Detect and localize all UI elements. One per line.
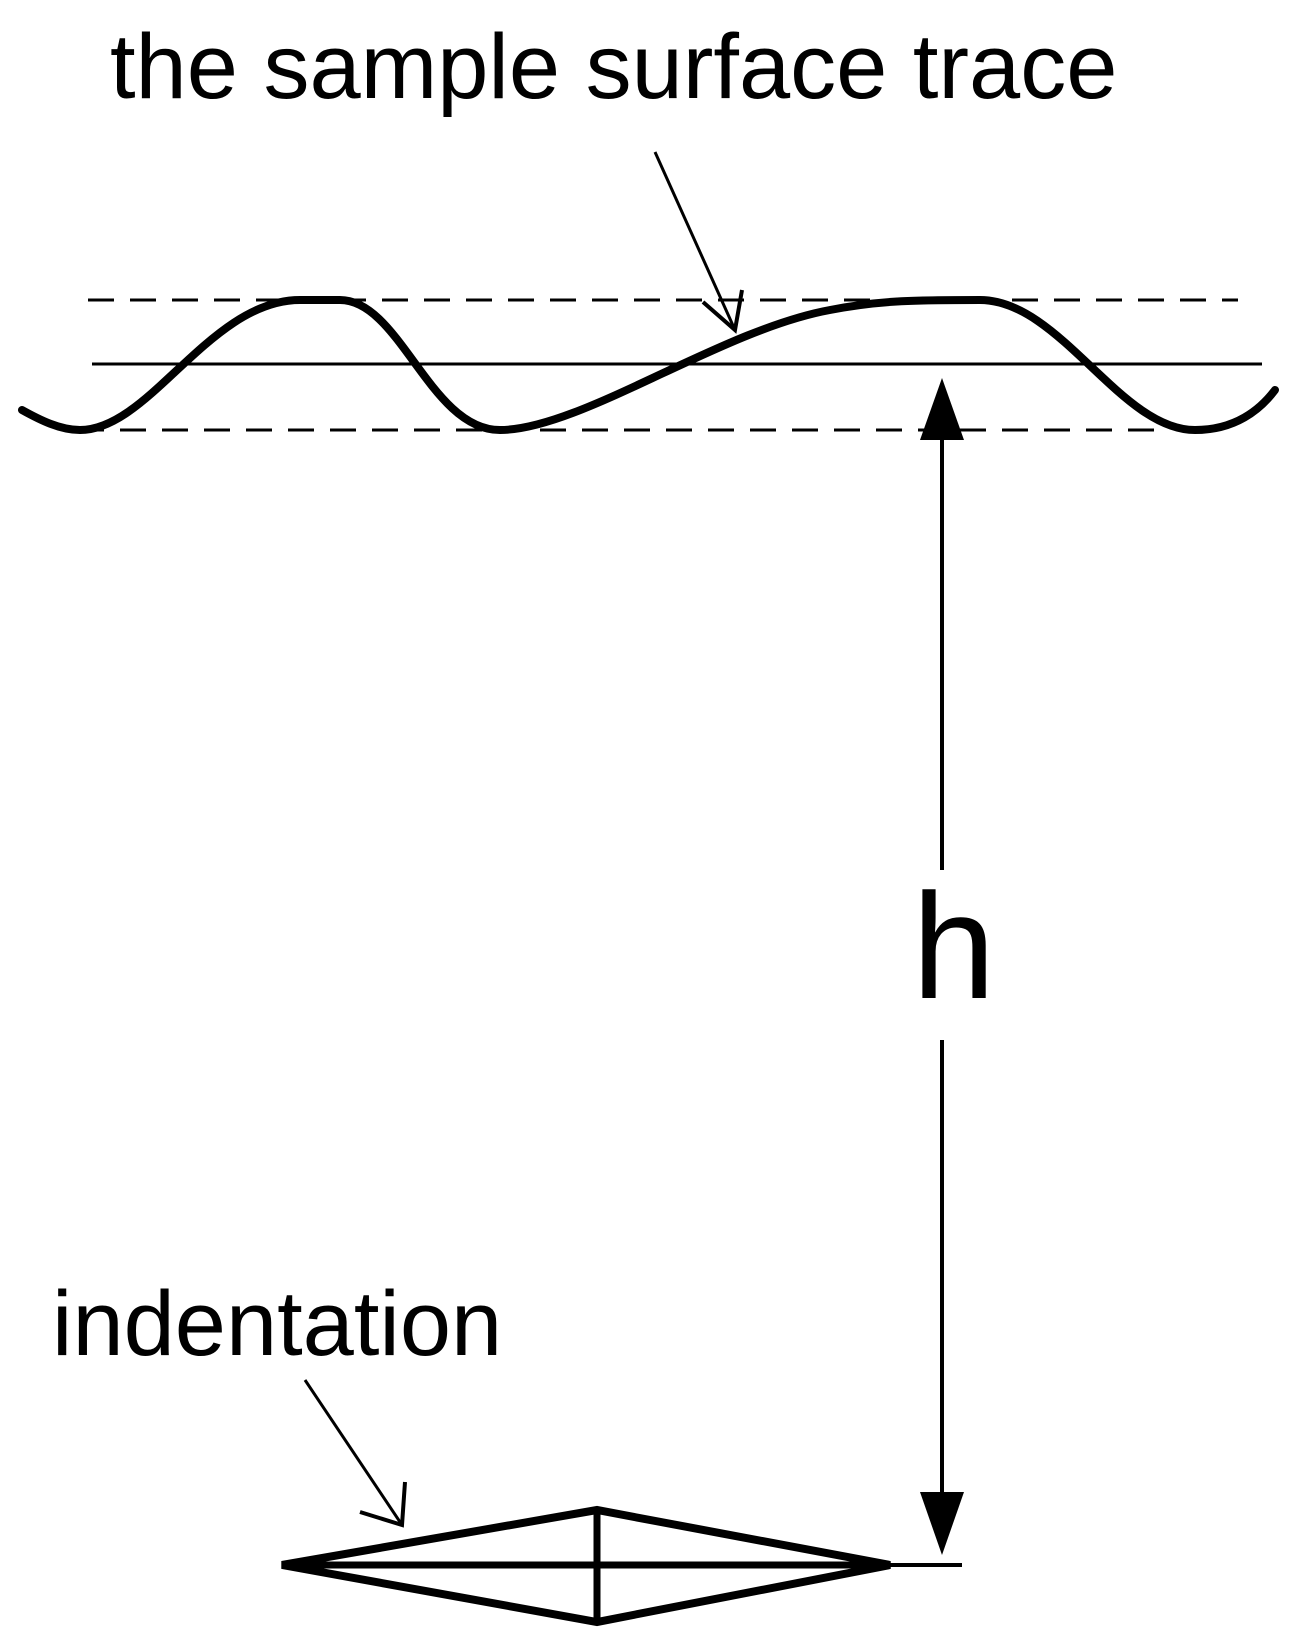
height-arrowhead-top xyxy=(920,378,964,440)
surface-trace-label: the sample surface trace xyxy=(110,16,1117,118)
indentation-label: indentation xyxy=(52,1273,502,1375)
height-arrowhead-bottom xyxy=(920,1492,964,1555)
indentation-shape xyxy=(281,1505,891,1627)
surface-trace-curve xyxy=(18,296,1279,434)
height-label: h xyxy=(912,862,995,1030)
indentation-pointer-line xyxy=(303,1379,404,1526)
indentation-pointer-arrowhead xyxy=(359,1481,407,1528)
surface-trace-pointer-arrowhead xyxy=(701,289,744,334)
surface-trace-pointer-line xyxy=(653,151,737,331)
